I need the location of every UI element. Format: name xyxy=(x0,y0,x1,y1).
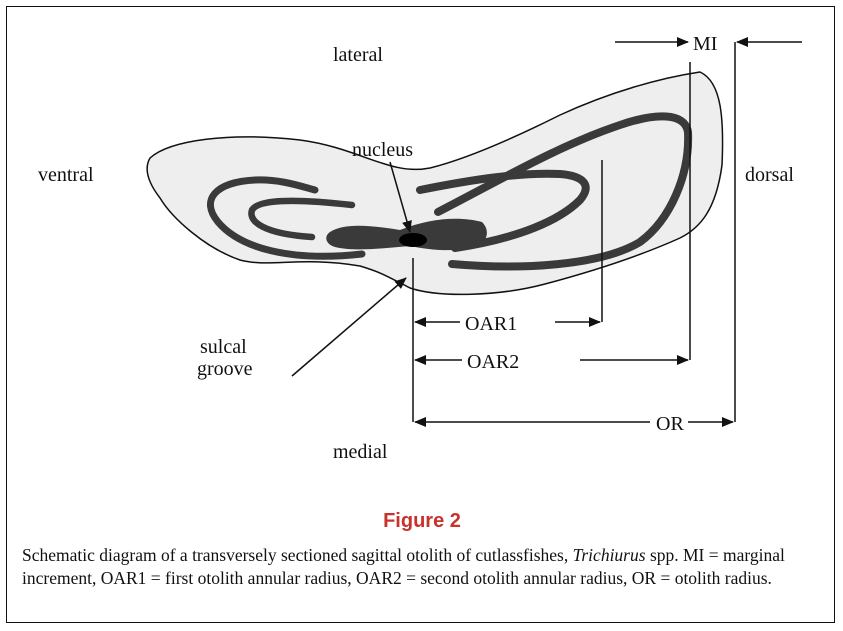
label-sulcal: sulcal xyxy=(200,336,247,358)
label-or: OR xyxy=(656,413,684,435)
label-dorsal: dorsal xyxy=(745,164,794,186)
figure-caption: Schematic diagram of a transversely sect… xyxy=(22,544,822,589)
caption-text-start: Schematic diagram of a transversely sect… xyxy=(22,545,573,565)
label-ventral: ventral xyxy=(38,164,94,186)
label-medial: medial xyxy=(333,441,388,463)
sulcal-pointer xyxy=(292,278,406,376)
label-oar1: OAR1 xyxy=(465,313,517,335)
label-mi: MI xyxy=(693,33,717,55)
label-groove: groove xyxy=(197,358,253,380)
label-nucleus: nucleus xyxy=(352,139,413,161)
figure-title: Figure 2 xyxy=(22,510,822,533)
label-lateral: lateral xyxy=(333,44,383,66)
otolith-diagram: lateral ventral dorsal nucleus sulcal gr… xyxy=(0,0,843,500)
label-oar2: OAR2 xyxy=(467,351,519,373)
nucleus-core xyxy=(399,233,427,247)
caption-genus: Trichiurus xyxy=(573,545,646,565)
